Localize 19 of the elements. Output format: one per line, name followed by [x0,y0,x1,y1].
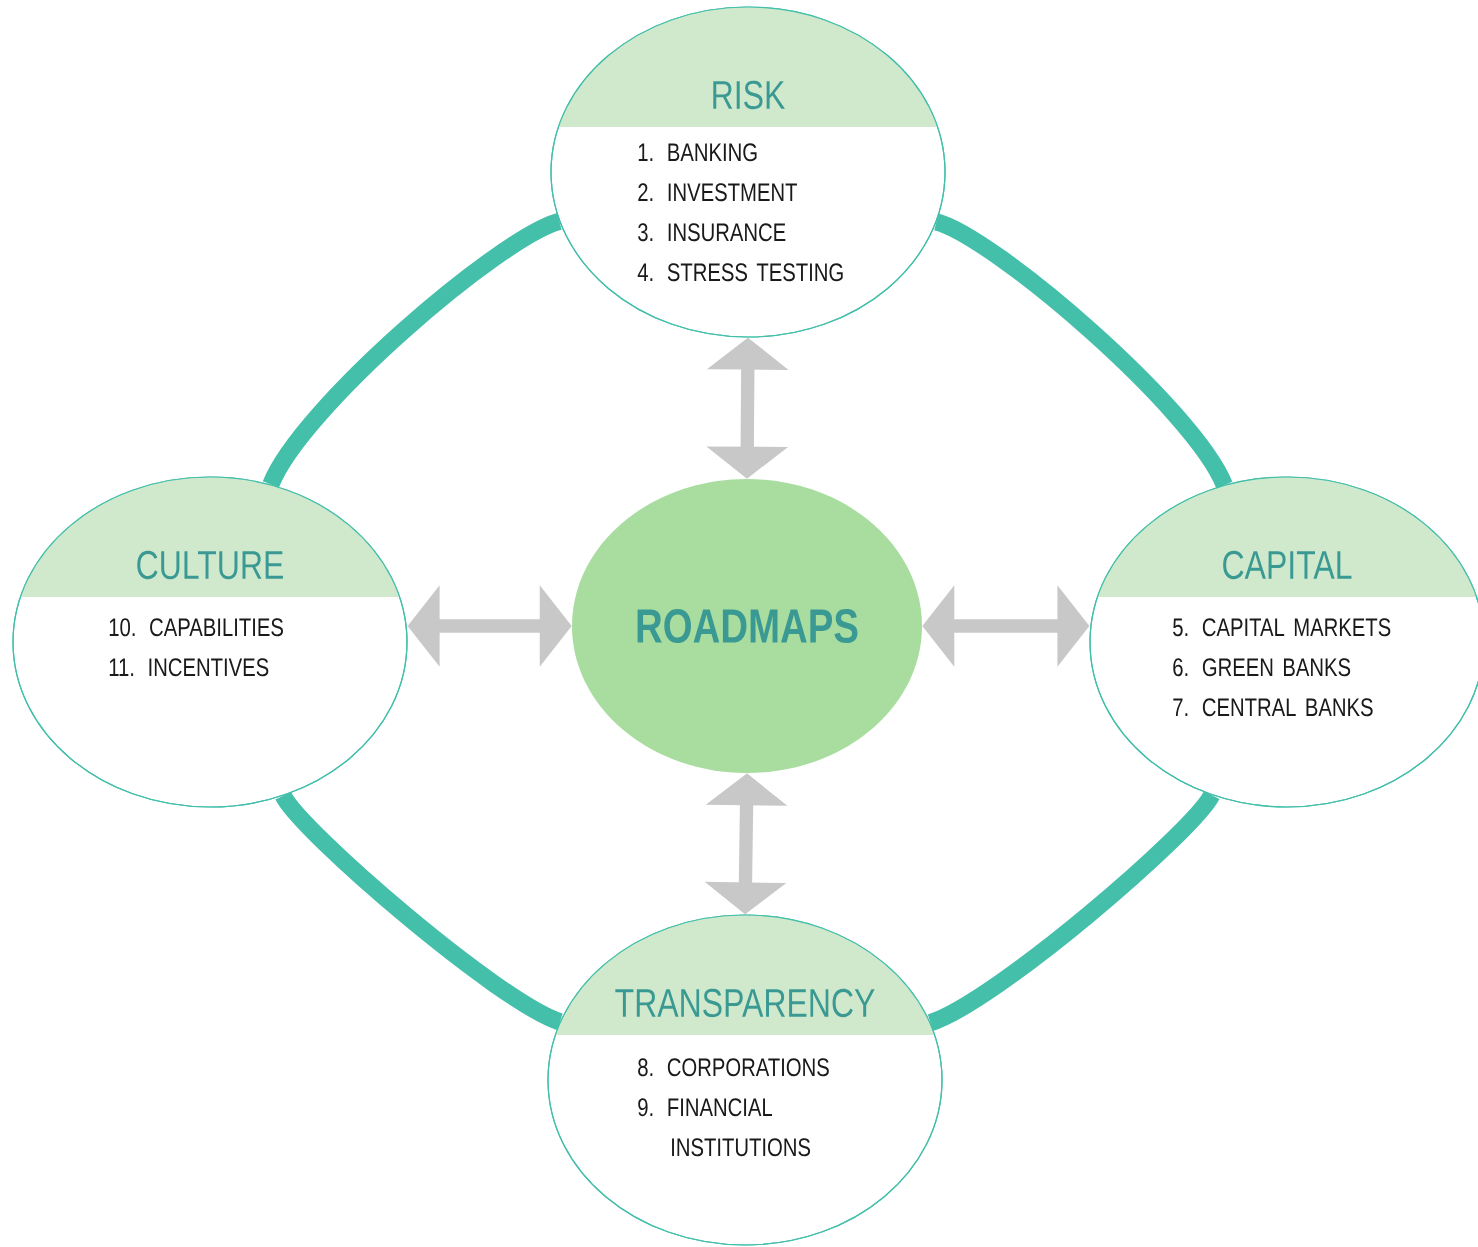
list-item: 1. BANKING [638,143,757,162]
list-item: 8. CORPORATIONS [638,1058,829,1077]
list-item: 10. CAPABILITIES [109,618,283,637]
heading: RISK [713,80,785,110]
ring-arc [276,790,564,1030]
heading: TRANSPARENCY [615,988,875,1018]
ring-arc [933,213,1232,489]
ring-arc [927,790,1219,1031]
list-item: 5. CAPITAL MARKETS [1173,618,1391,637]
heading: CAPITAL [1223,550,1352,580]
list-item: 9. FINANCIAL INSTITUTIONS [638,1098,811,1157]
list-item: 6. GREEN BANKS [1173,658,1351,677]
list-item: 11. INCENTIVES [109,658,269,677]
heading: CULTURE [137,550,283,580]
ring-arc [263,213,563,489]
list-item: 2. INVESTMENT [638,183,797,202]
list-item: 7. CENTRAL BANKS [1173,698,1373,717]
list-item: 3. INSURANCE [638,223,786,242]
list-item: 4. STRESS TESTING [637,263,843,282]
